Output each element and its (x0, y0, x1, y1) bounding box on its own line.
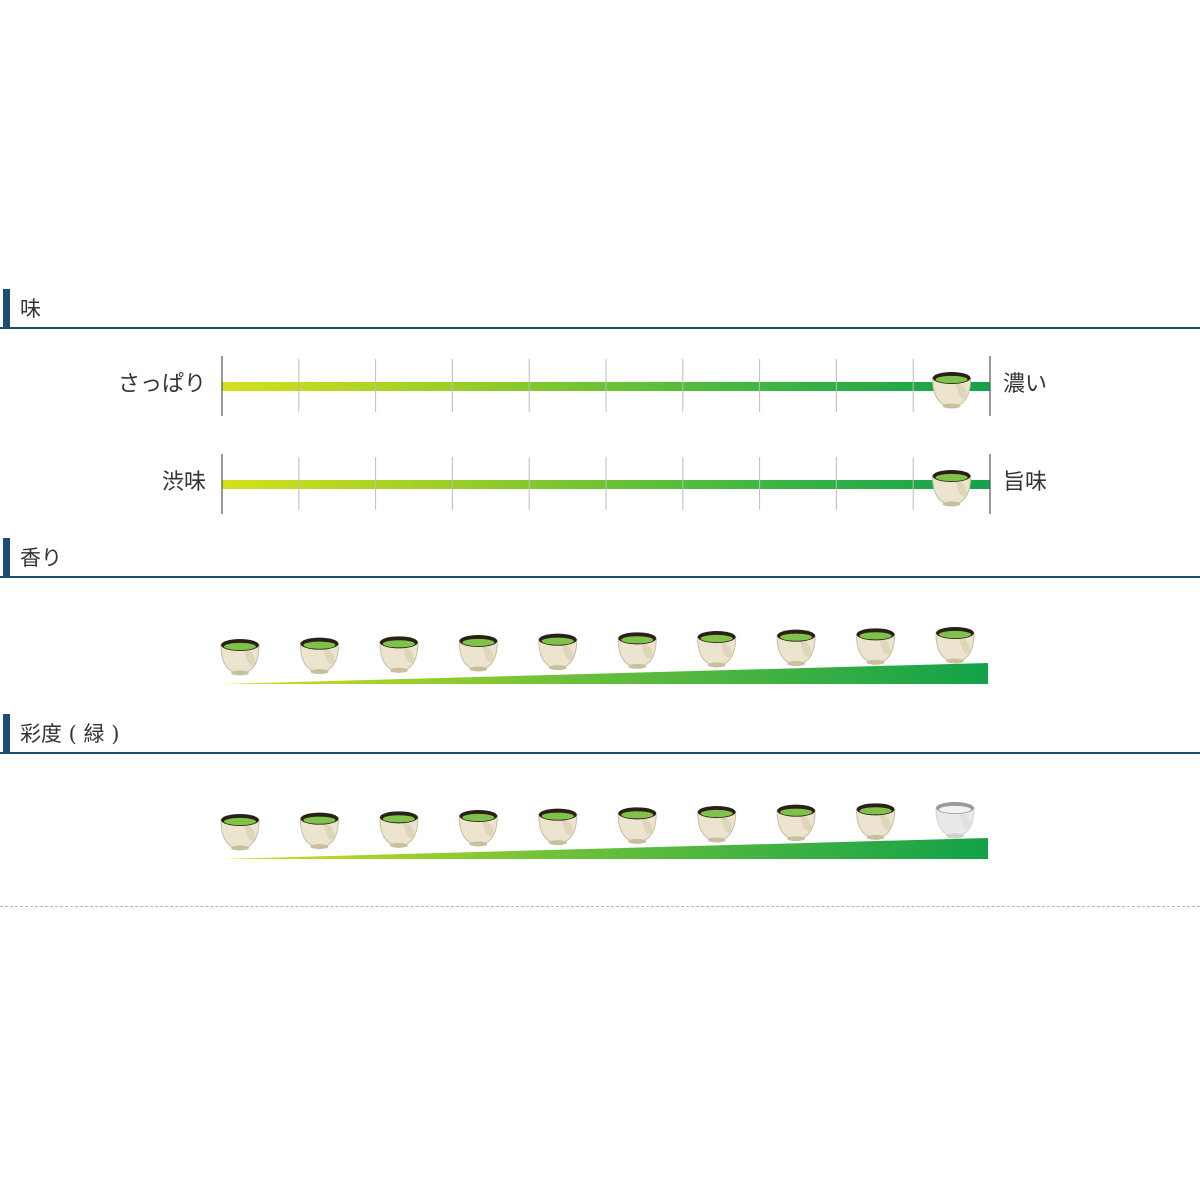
scale-ticks-and-marker (221, 356, 991, 416)
teacup-icon (220, 814, 260, 851)
scale-ticks-and-marker (221, 454, 991, 514)
section-title-aroma: 香り (20, 546, 62, 570)
teacup-icon (299, 637, 339, 675)
teacup-icon (697, 631, 737, 668)
scale-marker-teacup-icon (932, 470, 972, 507)
color-cups-and-wedge (220, 802, 988, 859)
taste-scale-row-2: 渋味 旨味 (0, 454, 1200, 514)
section-header-aroma: 香り (0, 538, 1200, 578)
scale-left-label: 渋味 (161, 470, 206, 495)
section-header-taste: 味 (0, 289, 1200, 329)
teacup-icon (379, 811, 419, 848)
section-title-color: 彩度 ( 緑 ) (20, 722, 120, 746)
teacup-icon (617, 807, 657, 844)
teacup-icon (856, 628, 896, 665)
taste-scale-row-1: さっぱり 濃い (0, 356, 1200, 416)
section-accent-bar (3, 538, 10, 576)
scale-left-label: さっぱり (117, 372, 206, 397)
level-wedge (222, 838, 988, 859)
teacup-icon (856, 803, 896, 840)
teacup-icon (299, 812, 339, 850)
section-accent-bar (3, 714, 10, 752)
teacup-icon (220, 639, 260, 676)
teacup-icon (538, 633, 578, 671)
teacup-icon (458, 810, 498, 847)
teacup-icon (458, 635, 498, 672)
teacup-icon (697, 806, 737, 843)
empty-teacup-icon (935, 802, 975, 839)
scale-right-label: 濃い (1003, 372, 1048, 397)
teacup-icon (776, 804, 816, 842)
teacup-icon (776, 629, 816, 667)
teacup-icon (935, 627, 975, 664)
section-header-color: 彩度 ( 緑 ) (0, 714, 1200, 754)
dashed-divider (0, 906, 1200, 907)
teacup-icon (538, 808, 578, 846)
aroma-cups-and-wedge (220, 627, 988, 684)
teacup-icon (379, 636, 419, 673)
section-title-taste: 味 (20, 297, 41, 321)
teacup-icon (617, 632, 657, 669)
level-wedge (222, 663, 988, 684)
color-level-meter (0, 785, 1200, 865)
section-accent-bar (3, 289, 10, 327)
scale-right-label: 旨味 (1003, 470, 1048, 495)
aroma-level-meter (0, 610, 1200, 690)
scale-marker-teacup-icon (932, 372, 972, 409)
